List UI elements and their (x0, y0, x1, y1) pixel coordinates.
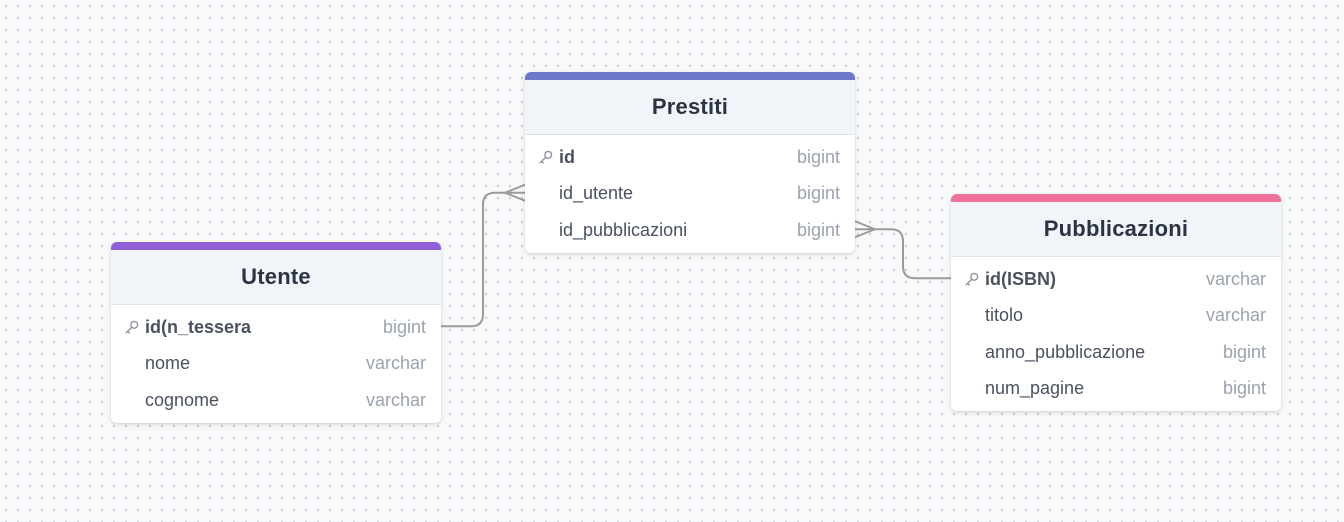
field-name: titolo (985, 305, 1024, 326)
field-type: bigint (382, 316, 426, 337)
field-name: id (559, 146, 575, 167)
field-row[interactable]: cognome varchar (111, 382, 441, 419)
field-row[interactable]: anno_pubblicazione bigint (951, 334, 1281, 371)
field-name: id(n_tessera (145, 316, 252, 337)
field-row[interactable]: titolo varchar (951, 298, 1281, 335)
field-type: bigint (796, 219, 840, 240)
field-name: id_utente (559, 183, 634, 204)
table-header[interactable]: Utente (111, 250, 441, 305)
field-row[interactable]: id_utente bigint (525, 176, 855, 213)
table-accent-bar (111, 242, 441, 250)
relationship-line[interactable] (441, 191, 525, 328)
field-row[interactable]: num_pagine bigint (951, 371, 1281, 408)
key-icon (964, 271, 985, 287)
field-name: nome (145, 353, 191, 374)
crows-foot-icon (504, 183, 526, 202)
field-name: cognome (145, 389, 220, 410)
field-row[interactable]: id_pubblicazioni bigint (525, 212, 855, 249)
field-name: num_pagine (985, 378, 1085, 399)
field-row[interactable]: id(ISBN) varchar (951, 261, 1281, 298)
table-header[interactable]: Pubblicazioni (951, 202, 1281, 257)
relationship-line[interactable] (855, 228, 951, 280)
key-icon (538, 149, 559, 165)
field-type: varchar (365, 353, 426, 374)
field-type: varchar (365, 389, 426, 410)
field-name: id(ISBN) (985, 268, 1056, 289)
field-row[interactable]: nome varchar (111, 346, 441, 383)
field-type: bigint (1222, 378, 1266, 399)
key-icon (124, 319, 145, 335)
table-accent-bar (951, 194, 1281, 202)
field-row[interactable]: id(n_tessera bigint (111, 309, 441, 346)
crows-foot-icon (854, 220, 876, 239)
field-row[interactable]: id bigint (525, 139, 855, 176)
table-title: Utente (241, 264, 311, 289)
field-name: anno_pubblicazione (985, 341, 1146, 362)
field-type: bigint (1222, 341, 1266, 362)
field-name: id_pubblicazioni (559, 219, 688, 240)
table-title: Prestiti (651, 94, 729, 119)
table-card-pubblicazioni[interactable]: Pubblicazioni id(ISBN) varchar titolo varcha… (951, 194, 1281, 411)
table-fields: id(ISBN) varchar titolo varchar anno_pubblic… (951, 257, 1281, 411)
field-type: varchar (1205, 305, 1266, 326)
field-type: bigint (796, 183, 840, 204)
field-type: bigint (796, 146, 840, 167)
table-header[interactable]: Prestiti (525, 80, 855, 135)
table-accent-bar (525, 72, 855, 80)
table-fields: id(n_tessera bigint nome varchar cognome varc… (111, 305, 441, 423)
table-title: Pubblicazioni (1043, 216, 1189, 241)
field-type: varchar (1205, 268, 1266, 289)
